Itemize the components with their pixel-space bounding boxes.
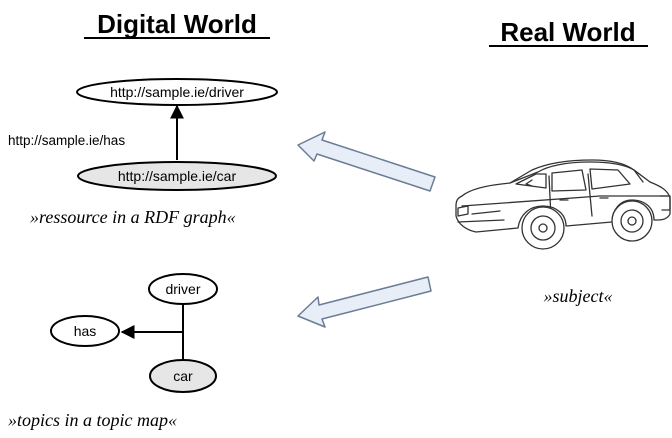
- svg-text:Real World: Real World: [500, 17, 635, 47]
- rdf-edge-label: http://sample.ie/has: [8, 133, 125, 148]
- topic-map-caption: »topics in a topic map«: [8, 410, 177, 430]
- mapping-arrow-upper: [297, 131, 436, 192]
- car-illustration: [455, 159, 671, 250]
- digital-world-heading: Digital World: [84, 9, 270, 39]
- svg-text:car: car: [173, 368, 193, 384]
- svg-text:http://sample.ie/car: http://sample.ie/car: [118, 168, 237, 184]
- rdf-graph: http://sample.ie/driver http://sample.ie…: [8, 78, 278, 227]
- topic-node-driver: driver: [148, 273, 218, 305]
- rdf-node-car: http://sample.ie/car: [77, 161, 277, 191]
- topic-node-has: has: [50, 315, 120, 347]
- topic-map: driver has car »topics in a topic map«: [8, 273, 218, 430]
- svg-text:has: has: [74, 323, 97, 339]
- svg-text:http://sample.ie/driver: http://sample.ie/driver: [110, 84, 244, 100]
- topic-node-car: car: [149, 359, 217, 393]
- mapping-arrow-lower: [297, 276, 432, 328]
- svg-text:driver: driver: [165, 281, 200, 297]
- svg-text:Digital World: Digital World: [97, 9, 257, 39]
- rdf-caption: »ressource in a RDF graph«: [30, 207, 236, 227]
- subject-caption: »subject«: [544, 286, 613, 306]
- real-world-heading: Real World: [489, 17, 648, 47]
- rdf-node-driver: http://sample.ie/driver: [76, 78, 278, 106]
